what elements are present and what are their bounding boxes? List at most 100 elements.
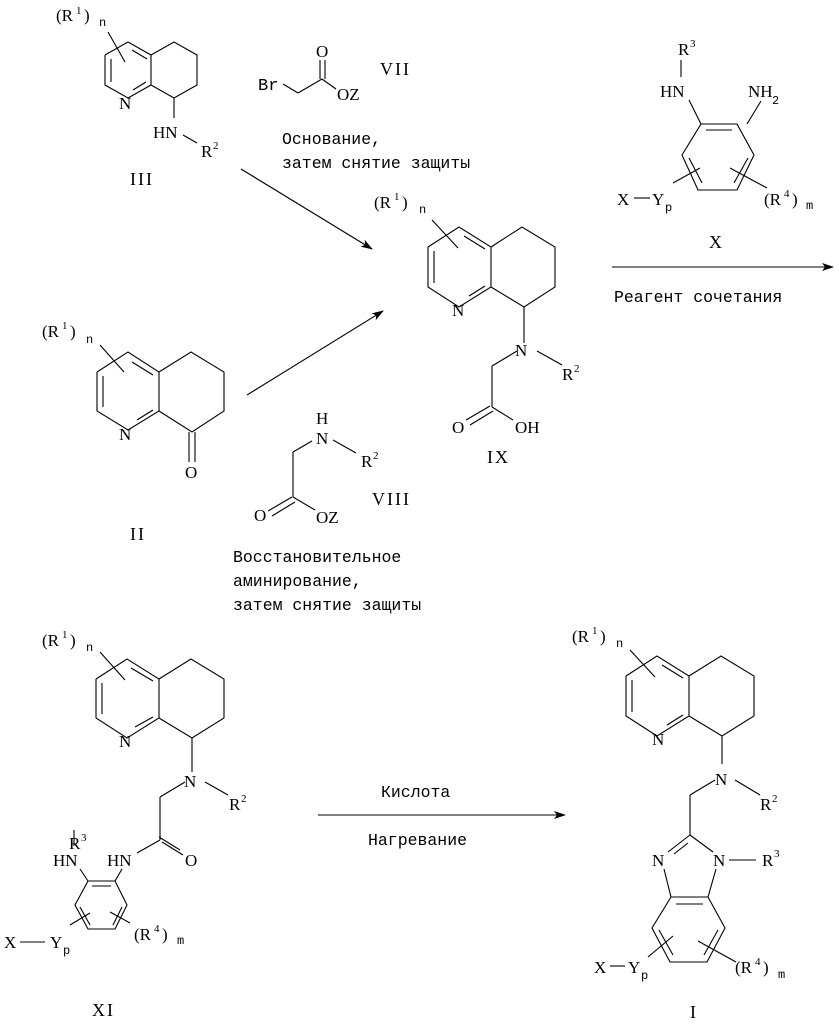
- compound-label-I: I: [690, 1002, 698, 1022]
- arrow-II-to-IX: [246, 310, 384, 396]
- svg-text:p: p: [665, 201, 672, 215]
- svg-text:4: 4: [154, 923, 160, 935]
- svg-text:n: n: [86, 641, 93, 655]
- svg-text:n: n: [86, 333, 93, 347]
- svg-text:p: p: [641, 969, 648, 983]
- compound-label-VIII: VIII: [372, 489, 411, 509]
- svg-text:m: m: [778, 968, 785, 982]
- svg-text:n: n: [616, 637, 623, 651]
- svg-text:(R: (R: [572, 627, 590, 646]
- svg-text:): ): [84, 6, 90, 25]
- r1-group: (R: [56, 6, 74, 25]
- svg-text:HN: HN: [107, 851, 132, 870]
- svg-text:2: 2: [373, 450, 379, 462]
- svg-text:2: 2: [213, 140, 219, 152]
- condition-reductive-amination-1: Восстановительное: [233, 548, 401, 567]
- svg-text:NH: NH: [748, 82, 773, 101]
- bromine: Br: [258, 77, 278, 96]
- svg-text:1: 1: [62, 629, 68, 641]
- svg-text:1: 1: [592, 625, 598, 637]
- svg-text:O: O: [254, 506, 266, 525]
- svg-text:Y: Y: [652, 190, 664, 209]
- svg-text:): ): [70, 322, 76, 341]
- svg-text:N: N: [652, 851, 664, 870]
- svg-text:N: N: [119, 732, 131, 751]
- svg-text:1: 1: [394, 191, 400, 203]
- svg-text:O: O: [185, 463, 197, 482]
- svg-text:H: H: [316, 409, 328, 428]
- compound-label-X: X: [709, 232, 724, 252]
- svg-text:n: n: [99, 16, 106, 30]
- svg-text:N: N: [652, 730, 664, 749]
- condition-base: Основание,: [282, 130, 381, 149]
- reagent-X: R 3 HN NH 2 X Y p (R 4 ) m X: [617, 38, 813, 252]
- svg-text:R: R: [69, 834, 81, 853]
- svg-text:O: O: [452, 418, 464, 437]
- compound-XI: N N R 2 O R 3 HN HN X Y p (R 4 ) m (R 1 …: [4, 629, 247, 1020]
- svg-text:3: 3: [81, 832, 87, 844]
- svg-text:1: 1: [76, 5, 82, 17]
- condition-acid: Кислота: [381, 783, 450, 802]
- condition-heating: Нагревание: [368, 831, 467, 850]
- svg-text:(R: (R: [42, 322, 60, 341]
- compound-II: N O (R 1 ) n II: [42, 320, 225, 544]
- amine-nh: HN: [153, 123, 178, 142]
- svg-text:OH: OH: [515, 418, 540, 437]
- r2-group: R: [201, 142, 213, 161]
- condition-reductive-amination-2: аминирование,: [233, 572, 362, 591]
- arrow-III-to-IX: [240, 168, 373, 250]
- condition-deprotection-2: затем снятие защиты: [233, 596, 421, 615]
- compound-IX: N N R 2 O OH (R 1 ) n IX: [374, 191, 580, 467]
- svg-text:): ): [792, 190, 798, 209]
- svg-text:(R: (R: [735, 958, 753, 977]
- svg-text:HN: HN: [660, 82, 685, 101]
- condition-deprotection-1: затем снятие защиты: [282, 154, 470, 173]
- svg-text:): ): [600, 627, 606, 646]
- svg-text:R: R: [229, 795, 241, 814]
- compound-label-III: III: [130, 169, 154, 189]
- svg-text:N: N: [316, 429, 328, 448]
- svg-text:4: 4: [755, 956, 761, 968]
- svg-text:O: O: [316, 42, 328, 61]
- svg-text:2: 2: [772, 793, 778, 805]
- svg-text:p: p: [63, 944, 70, 958]
- svg-text:): ): [162, 925, 168, 944]
- svg-text:Y: Y: [50, 933, 62, 952]
- svg-text:2: 2: [241, 793, 247, 805]
- svg-text:N: N: [119, 425, 131, 444]
- svg-text:X: X: [4, 933, 16, 952]
- svg-text:m: m: [177, 934, 184, 948]
- svg-text:N: N: [713, 851, 725, 870]
- svg-text:(R: (R: [374, 193, 392, 212]
- compound-label-IX: IX: [487, 447, 510, 467]
- svg-text:O: O: [185, 851, 197, 870]
- reagent-VII: Br O OZ VII: [258, 42, 411, 104]
- svg-text:X: X: [594, 958, 606, 977]
- svg-text:R: R: [678, 40, 690, 59]
- svg-text:HN: HN: [53, 851, 78, 870]
- svg-text:(R: (R: [764, 190, 782, 209]
- ring-nitrogen: N: [119, 94, 131, 113]
- svg-text:N: N: [184, 772, 196, 791]
- compound-label-VII: VII: [380, 59, 411, 79]
- svg-text:): ): [402, 193, 408, 212]
- svg-text:3: 3: [774, 848, 780, 860]
- compound-I: N N R 2 N N R 3 X Y p (R 4 ) m (R 1 ) n …: [572, 625, 785, 1022]
- svg-text:OZ: OZ: [316, 508, 339, 527]
- reagent-VIII: H N O OZ R 2 VIII: [254, 409, 411, 527]
- svg-text:): ): [70, 631, 76, 650]
- svg-text:2: 2: [574, 363, 580, 375]
- svg-text:4: 4: [784, 188, 790, 200]
- svg-text:n: n: [419, 203, 426, 217]
- condition-coupling-reagent: Реагент сочетания: [614, 288, 782, 307]
- svg-text:N: N: [715, 770, 727, 789]
- svg-text:R: R: [760, 795, 772, 814]
- compound-III: N HN R 2 (R 1 ) n III: [56, 5, 219, 189]
- svg-text:Y: Y: [628, 958, 640, 977]
- svg-text:m: m: [806, 199, 813, 213]
- svg-text:R: R: [562, 365, 574, 384]
- svg-text:3: 3: [690, 38, 696, 50]
- svg-text:OZ: OZ: [337, 85, 360, 104]
- svg-text:N: N: [452, 301, 464, 320]
